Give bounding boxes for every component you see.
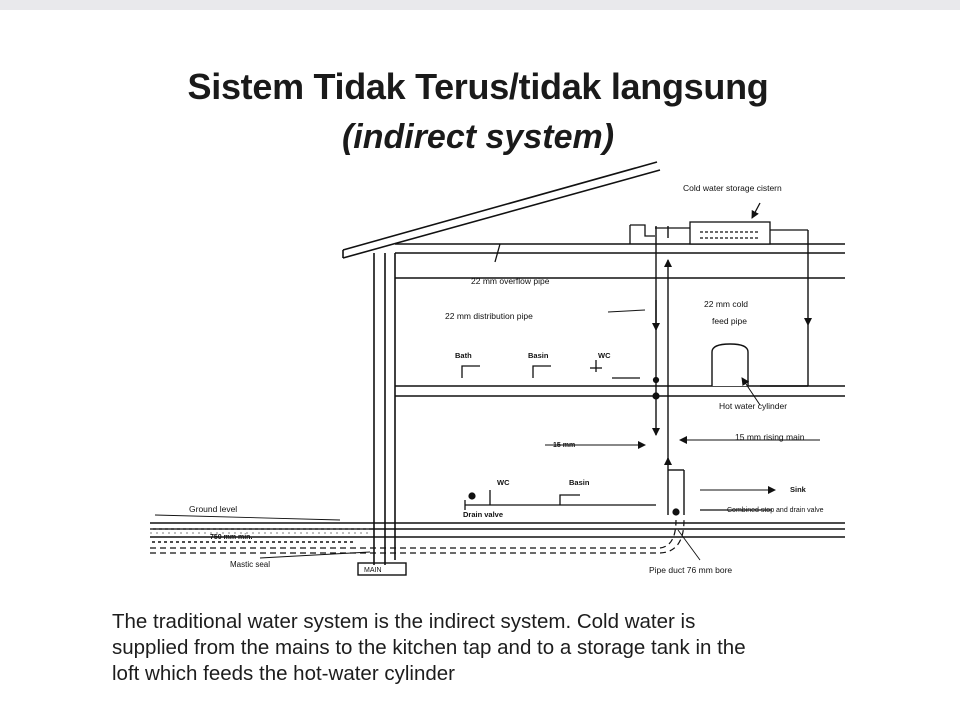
fifteen-mm-label: 15 mm (553, 442, 575, 449)
lower-fixtures (464, 441, 776, 511)
upper-fixtures (461, 360, 640, 379)
overflow-pipe (494, 224, 655, 263)
combined-valve-label: Combined stop and drain valve (727, 507, 824, 514)
valves (468, 376, 680, 516)
sink-label: Sink (790, 485, 807, 494)
mastic-seal-label: Mastic seal (230, 560, 270, 569)
caption-line-3: loft which feeds the hot-water cylinder (112, 662, 455, 685)
caption-line-1: The traditional water system is the indi… (112, 610, 696, 633)
caption-line-2: supplied from the mains to the kitchen t… (112, 636, 746, 659)
water-main-block (152, 541, 407, 576)
rising-main-label: 15 mm rising main (735, 432, 805, 442)
cistern-label: Cold water storage cistern (683, 183, 782, 193)
top-bar (0, 0, 960, 10)
distribution-pipe (607, 226, 660, 436)
cold-water-cistern (655, 202, 808, 245)
distribution-pipe-label: 22 mm distribution pipe (445, 311, 533, 321)
overflow-pipe-label: 22 mm overflow pipe (471, 276, 550, 286)
hot-water-cylinder-label: Hot water cylinder (719, 401, 787, 411)
water-main-label: MAIN (364, 567, 382, 574)
house-walls (373, 253, 396, 565)
page-subtitle: (indirect system) (341, 118, 615, 156)
upper-floor (395, 385, 845, 397)
loft-floor (395, 243, 845, 279)
underground-main (150, 519, 685, 554)
cold-feed-label-2: feed pipe (712, 316, 747, 326)
hot-water-cylinder (711, 343, 761, 406)
wc-lower-label: WC (497, 478, 510, 487)
drain-valve-label: Drain valve (463, 510, 503, 519)
leader-lines (154, 514, 701, 561)
ground-floor (150, 522, 845, 538)
page-title: Sistem Tidak Terus/tidak langsung (187, 66, 769, 107)
cold-feed-pipe (760, 230, 812, 387)
basin-lower-label: Basin (569, 478, 590, 487)
basin-upper-label: Basin (528, 351, 549, 360)
wc-upper-label: WC (598, 351, 611, 360)
ground-level-label: Ground level (189, 504, 237, 514)
ground-hatch (150, 528, 370, 534)
pipe-duct-label: Pipe duct 76 mm bore (649, 565, 732, 575)
bath-label: Bath (455, 351, 472, 360)
depth-label: 750 mm min. (210, 534, 252, 541)
caption: The traditional water system is the indi… (112, 609, 892, 687)
cold-feed-label-1: 22 mm cold (704, 299, 748, 309)
rising-main (664, 226, 820, 515)
